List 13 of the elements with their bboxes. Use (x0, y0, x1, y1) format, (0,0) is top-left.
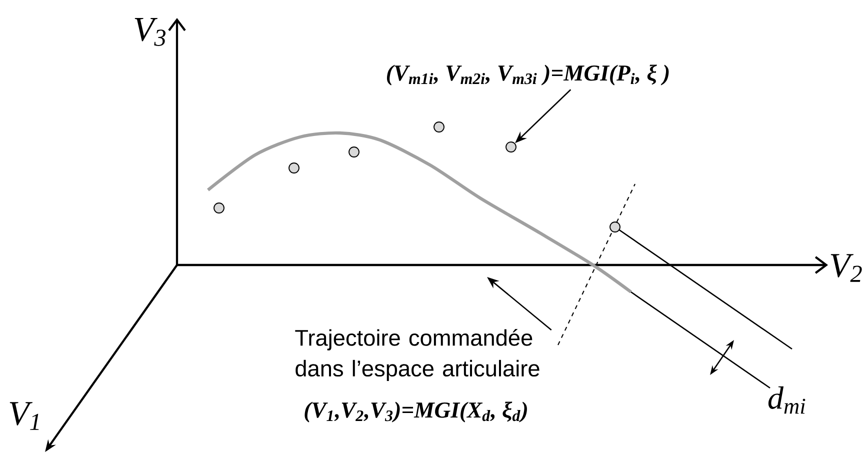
axis-label: V$_{3}$ (134, 18, 166, 46)
data-point (348, 146, 360, 158)
dimension-label: d$_{mi}$ (768, 386, 806, 414)
formula-text: (V$_{m1i}$, V$_{m2i}$, V$_{m3i}$ )=MGI(P$_{i}$, ξ ) (386, 64, 669, 86)
data-point (214, 202, 224, 214)
data-point (288, 162, 300, 174)
data-point (434, 122, 444, 132)
axis-label: V$_{2}$ (830, 254, 862, 282)
annotation-text: Trajectoire commandée dans l’espace articulaire (295, 328, 540, 382)
data-point (506, 142, 516, 152)
formula-text: (V$_{1}$,V$_{2}$,V$_{3}$)=MGI(X$_{d}$, ξ$_{d}$) (304, 402, 527, 422)
axis-label: V$_{1}$ (10, 402, 39, 430)
data-point (610, 222, 620, 232)
